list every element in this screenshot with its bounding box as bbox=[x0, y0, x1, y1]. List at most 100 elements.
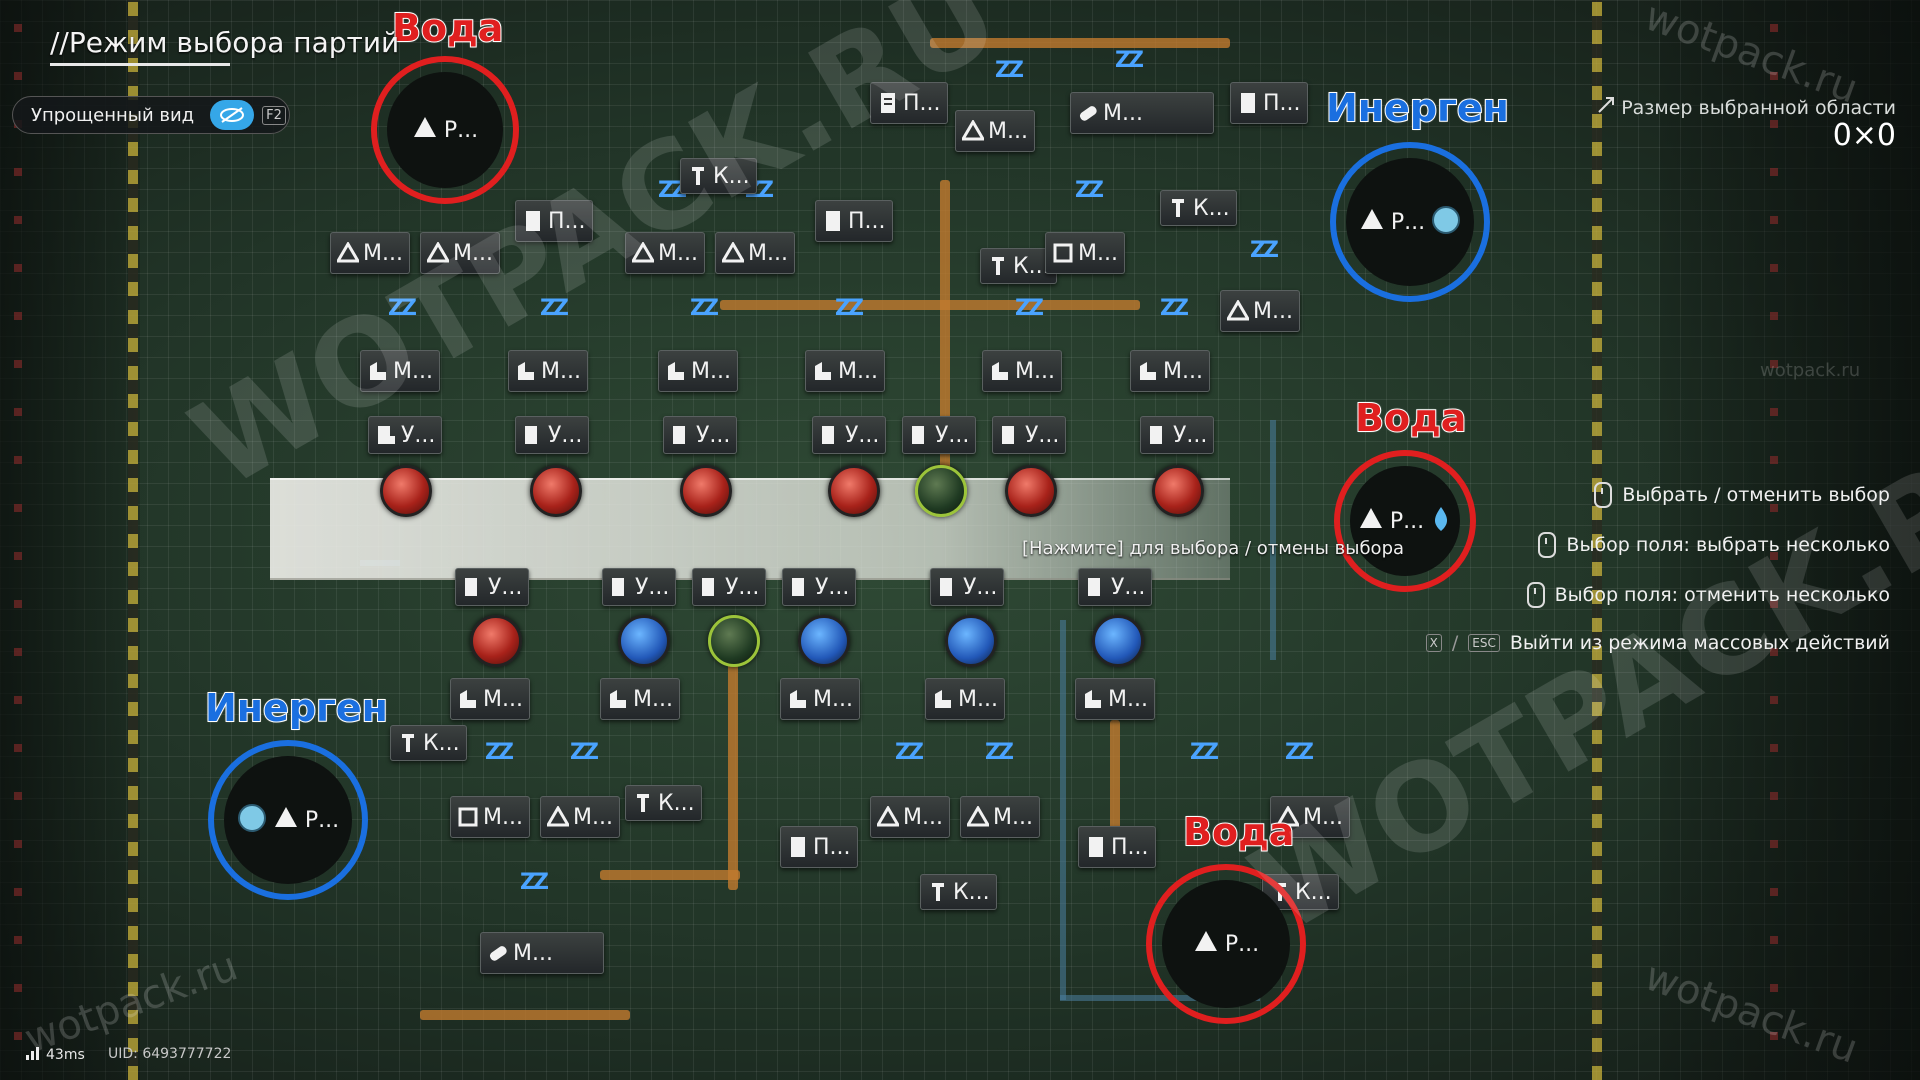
building-machine[interactable]: М... bbox=[330, 232, 410, 274]
inergen-pump-highlight[interactable]: Р... bbox=[208, 740, 368, 900]
building-unloader[interactable]: У... bbox=[455, 568, 530, 606]
red-crystal-node[interactable] bbox=[1005, 465, 1057, 517]
red-crystal-node[interactable] bbox=[380, 465, 432, 517]
building-machine[interactable]: М... bbox=[960, 796, 1040, 838]
conveyor-belt bbox=[728, 630, 738, 890]
building-unloader[interactable]: У... bbox=[368, 416, 443, 454]
building-crane[interactable]: К... bbox=[680, 158, 757, 194]
building-machine[interactable]: М... bbox=[1220, 290, 1300, 332]
refinery-icon bbox=[787, 688, 809, 710]
capsule-icon bbox=[1077, 102, 1099, 124]
unloader-icon bbox=[670, 424, 692, 446]
building-refinery[interactable]: М... bbox=[600, 678, 680, 720]
building-crane[interactable]: К... bbox=[625, 785, 702, 821]
building-storage[interactable]: П... bbox=[870, 82, 948, 124]
water-pump-highlight[interactable]: Р... bbox=[1334, 450, 1476, 592]
building-machine[interactable]: М... bbox=[625, 232, 705, 274]
title-underline bbox=[50, 63, 230, 66]
building-machine[interactable]: М... bbox=[450, 796, 530, 838]
refinery-icon bbox=[607, 688, 629, 710]
building-large-machine[interactable]: М... bbox=[1070, 92, 1214, 134]
building-refinery[interactable]: М... bbox=[658, 350, 738, 392]
unloader-icon bbox=[937, 576, 959, 598]
building-storage[interactable]: П... bbox=[1230, 82, 1308, 124]
red-crystal-node[interactable] bbox=[530, 465, 582, 517]
unloader-icon bbox=[462, 576, 484, 598]
idle-node[interactable] bbox=[1092, 615, 1144, 667]
building-crane[interactable]: К... bbox=[920, 874, 997, 910]
building-crane[interactable]: К... bbox=[980, 248, 1057, 284]
building-storage[interactable]: П... bbox=[815, 200, 893, 242]
recycle-icon bbox=[337, 242, 359, 264]
building-refinery[interactable]: М... bbox=[508, 350, 588, 392]
sleep-icon: ZZ bbox=[1190, 740, 1219, 765]
red-crystal-node[interactable] bbox=[470, 615, 522, 667]
refinery-icon bbox=[989, 360, 1011, 382]
pump-icon bbox=[1358, 506, 1384, 536]
building-refinery[interactable]: М... bbox=[780, 678, 860, 720]
building-unloader[interactable]: У... bbox=[515, 416, 590, 454]
red-crystal-node[interactable] bbox=[1152, 465, 1204, 517]
building-machine[interactable]: М... bbox=[955, 110, 1035, 152]
building-unloader[interactable]: У... bbox=[1140, 416, 1215, 454]
recycle-icon bbox=[967, 806, 989, 828]
building-crane[interactable]: К... bbox=[390, 725, 467, 761]
idle-node[interactable] bbox=[798, 615, 850, 667]
conveyor-belt bbox=[940, 180, 950, 510]
building-storage[interactable]: П... bbox=[1078, 826, 1156, 868]
building-unloader[interactable]: У... bbox=[692, 568, 767, 606]
building-unloader[interactable]: У... bbox=[992, 416, 1067, 454]
green-ore-node[interactable] bbox=[915, 465, 967, 517]
unloader-icon bbox=[1147, 424, 1169, 446]
hint-area-select: Выбор поля: выбрать несколько bbox=[1538, 532, 1890, 558]
red-crystal-node[interactable] bbox=[680, 465, 732, 517]
building-refinery[interactable]: М... bbox=[925, 678, 1005, 720]
building-refinery[interactable]: М... bbox=[360, 350, 440, 392]
red-crystal-node[interactable] bbox=[828, 465, 880, 517]
building-refinery[interactable]: М... bbox=[982, 350, 1062, 392]
green-ore-node[interactable] bbox=[708, 615, 760, 667]
water-label: Вода bbox=[1354, 395, 1467, 441]
water-pump-highlight[interactable]: Р... bbox=[371, 56, 519, 204]
unloader-icon bbox=[1085, 576, 1107, 598]
building-machine[interactable]: М... bbox=[540, 796, 620, 838]
building-machine[interactable]: М... bbox=[1270, 796, 1350, 838]
building-refinery[interactable]: М... bbox=[1130, 350, 1210, 392]
building-machine[interactable]: М... bbox=[715, 232, 795, 274]
building-crane[interactable]: К... bbox=[1160, 190, 1237, 226]
building-unloader[interactable]: У... bbox=[663, 416, 738, 454]
building-unloader[interactable]: У... bbox=[602, 568, 677, 606]
building-unloader[interactable]: У... bbox=[902, 416, 977, 454]
building-refinery[interactable]: М... bbox=[1075, 678, 1155, 720]
sleep-icon: ZZ bbox=[1075, 178, 1104, 203]
water-drop-icon bbox=[1430, 505, 1452, 537]
building-storage[interactable]: П... bbox=[515, 200, 593, 242]
document-icon bbox=[787, 836, 809, 858]
idle-node[interactable] bbox=[945, 615, 997, 667]
building-unloader[interactable]: У... bbox=[1078, 568, 1153, 606]
fluid-pipe bbox=[1270, 420, 1276, 660]
building-unloader[interactable]: У... bbox=[812, 416, 887, 454]
building-unloader[interactable]: У... bbox=[930, 568, 1005, 606]
recycle-icon bbox=[632, 242, 654, 264]
building-machine[interactable]: М... bbox=[870, 796, 950, 838]
refinery-icon bbox=[1137, 360, 1159, 382]
building-machine[interactable]: М... bbox=[420, 232, 500, 274]
unloader-icon bbox=[999, 424, 1021, 446]
inergen-pump-highlight[interactable]: Р... bbox=[1330, 142, 1490, 302]
building-unloader[interactable]: У... bbox=[782, 568, 857, 606]
building-storage[interactable]: П... bbox=[780, 826, 858, 868]
building-machine[interactable]: М... bbox=[1045, 232, 1125, 274]
building-large-machine[interactable]: М... bbox=[480, 932, 604, 974]
sleep-icon: ZZ bbox=[690, 296, 719, 321]
idle-node[interactable] bbox=[618, 615, 670, 667]
water-pump-highlight[interactable]: Р... bbox=[1146, 864, 1306, 1024]
recycle-icon bbox=[547, 806, 569, 828]
mouse-drag-icon bbox=[1538, 532, 1557, 558]
building-refinery[interactable]: М... bbox=[450, 678, 530, 720]
simplified-view-toggle[interactable]: Упрощенный вид F2 bbox=[12, 96, 290, 134]
building-refinery[interactable]: М... bbox=[805, 350, 885, 392]
recycle-icon bbox=[427, 242, 449, 264]
unloader-icon bbox=[819, 424, 841, 446]
